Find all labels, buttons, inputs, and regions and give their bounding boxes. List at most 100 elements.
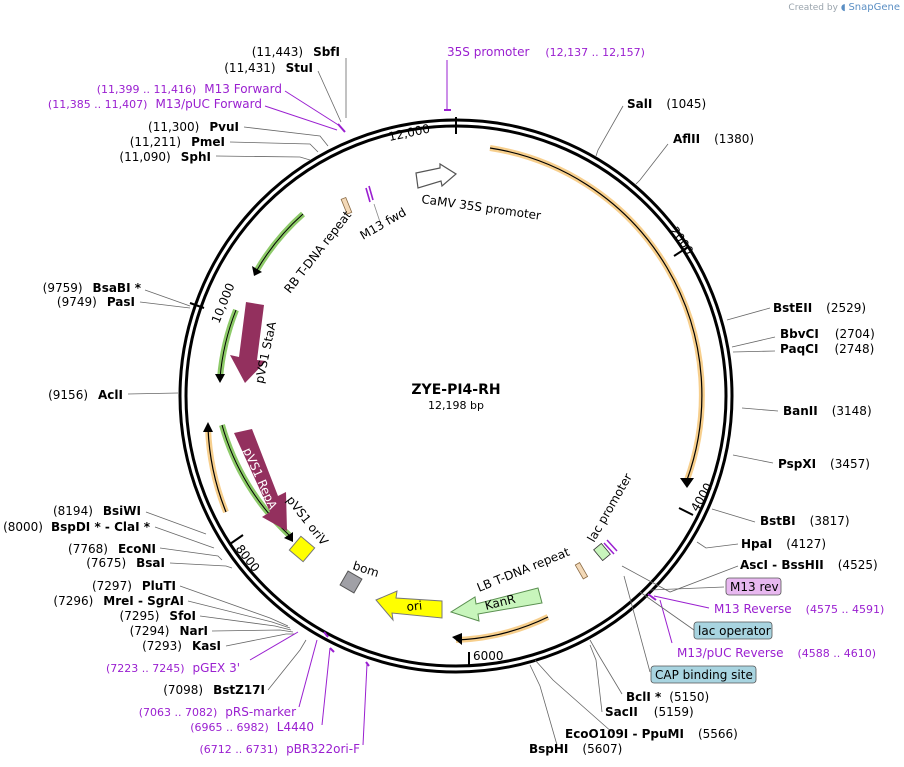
leader-stui [317,70,342,123]
leader-aflii [635,143,669,185]
primer-m13-puc-forward: (11,385 .. 11,407)M13/pUC Forward [48,97,262,111]
center-title: ZYE-PI4-RH 12,198 bp [411,382,500,412]
leader-bstbi [711,508,756,523]
leader-kasi [225,633,295,647]
enzyme-bstbi: BstBI(3817) [760,514,850,528]
plasmid-length: 12,198 bp [428,399,484,412]
leader-pasi [139,301,191,309]
enzyme-labels-left: (11,443)SbfI (11,431)StuI (11,300)PvuI (… [3,45,340,697]
enzyme-nari: (7294)NarI [130,624,208,638]
cap-binding-site-label: CAP binding site [655,668,753,682]
primer-pgex3: (7223 .. 7245)pGEX 3' [106,661,240,675]
leader-acli [127,392,179,395]
marker-m13-reverse [647,593,657,601]
pvs1-repa-arrow [234,429,287,531]
tick-label-6000: 6000 [473,649,504,663]
m13-fwd-marker-a [365,187,371,203]
enzyme-mrei-sgrai: (7296)MreI - SgrAI [53,594,184,608]
leader-bsabi [144,289,191,307]
lac-cluster-purple-a [603,542,615,555]
enzyme-stui: (11,431)StuI [224,61,313,75]
leader-ascI [621,565,739,593]
enzyme-econi: (7768)EcoNI [68,542,156,556]
enzyme-paqci: PaqCI(2748) [780,342,874,356]
plasmid-name: ZYE-PI4-RH [411,382,500,398]
leader-bsphi [529,664,558,746]
leader-bcli [589,639,623,695]
feature-arc-green-mid-arrowhead [215,374,225,383]
m13-rev-label: M13 rev [730,580,779,594]
enzyme-asci-bsshii: AscI - BssHII(4525) [740,558,878,572]
leader-lac-operator-box [639,591,695,631]
enzyme-pspxi: PspXI(3457) [778,457,870,471]
leader-pgex3 [249,631,299,661]
cap-binding-site-box [650,665,757,684]
enzyme-ecoo109i-ppumi: EcoO109I - PpuMI(5566) [565,727,738,741]
pvs1-oriv-marker [288,535,316,563]
primer-l4440: (6965 .. 6982)L4440 [190,720,314,734]
leader-sali [595,105,624,157]
watermark-brand: SnapGene [848,2,900,13]
leader-prs-marker [298,639,318,708]
leader-pbr322ori [362,663,368,746]
leader-pluti [179,585,289,627]
m13-fwd-leader [373,203,381,223]
enzyme-pmei: (11,211)PmeI [130,135,225,149]
enzyme-bstz17i: (7098)BstZ17I [163,683,265,697]
leader-ecoo109i [534,659,614,734]
enzyme-aflii: AflII(1380) [673,132,754,146]
primer-35s-promoter: 35S promoter(12,137 .. 12,157) [447,45,645,59]
feature-arc-bottom-orange [455,614,550,643]
primer-m13-puc-reverse: M13/pUC Reverse(4588 .. 4610) [677,646,876,660]
enzyme-acli: (9156)AclI [48,388,123,402]
leader-banii [741,407,779,412]
leader-hpai [696,541,739,549]
enzyme-sali: SalI(1045) [627,97,706,111]
enzyme-leader-lines [127,58,779,746]
primer-m13-forward: (11,399 .. 11,416)M13 Forward [97,82,282,96]
m13-fwd-marker-b [368,185,374,201]
lac-operator-box [693,621,773,640]
feature-arc-right-arrowhead [680,478,694,488]
pvs1-staa-arrow [230,302,266,383]
boxed-feature-labels: M13 rev lac operator CAP binding site [650,577,782,684]
lac-operator-label: lac operator [698,624,771,638]
m13-rev-box [725,577,782,596]
feature-arc-green-top [254,211,305,272]
marker-l4440 [329,647,335,653]
lb-tdna-marker [574,562,589,580]
enzyme-bsphi: BspHI(5607) [529,742,622,756]
enzyme-sphi: (11,090)SphI [119,150,211,164]
primer-prs-marker: (7063 .. 7082)pRS-marker [139,705,296,719]
leader-bsai [169,562,233,569]
leader-l4440 [321,647,331,726]
feature-arc-green-top-arrowhead [252,266,262,276]
enzyme-bcli: BclI *(5150) [626,690,709,704]
leader-sphi [215,155,311,161]
enzyme-bsai: (7675)BsaI [86,556,165,570]
leader-m13-rev-box [649,586,725,591]
marker-m13-forward [337,123,346,133]
leader-m13-reverse [653,595,710,609]
lb-tdna-label: LB T-DNA repeat [475,545,572,595]
leader-econi [159,547,223,561]
leader-nari [211,629,294,633]
primer-leader-lines [249,60,710,746]
enzyme-labels-right: SalI(1045) AflII(1380) BstEII(2529) BbvC… [529,97,878,756]
feature-arc-green-low-arrowhead [284,532,293,542]
enzyme-bbvci: BbvCI(2704) [780,327,875,341]
primer-pbr322ori-f: (6712 .. 6731)pBR322ori-F [200,742,361,756]
primer-m13-reverse: M13 Reverse(4575 .. 4591) [714,602,884,616]
leader-paqci [732,350,776,353]
kanr-arrow [449,587,543,622]
leader-pspxi [732,454,774,464]
camv-35s-arrow [415,162,458,189]
leader-pvui [243,126,329,147]
feature-arc-right-line [489,147,703,481]
leader-bsteii [726,307,771,321]
ori-arrow [375,590,443,622]
rb-tdna-marker [340,196,353,215]
snapgene-logo-icon: ◖ [840,3,846,13]
tick-label-12000: 12,000 [387,122,431,144]
